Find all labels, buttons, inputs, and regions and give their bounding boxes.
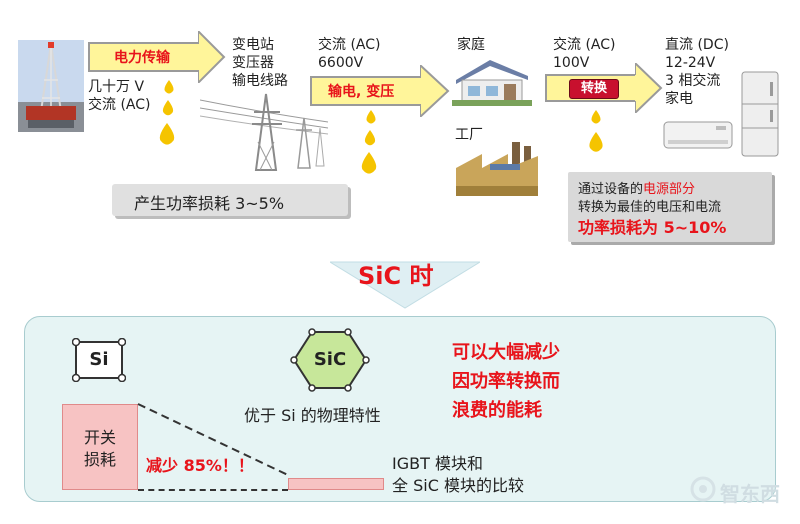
- switch-loss-label-1: 开关: [83, 428, 116, 447]
- ac-100-voltage-label: 100V: [553, 55, 590, 71]
- transmission-tower-image: [199, 82, 330, 172]
- energy-drop-icon: [162, 100, 174, 116]
- sic-caption: 优于 Si 的物理特性: [244, 406, 381, 425]
- power-loss-text: 产生功率损耗 3~5%: [134, 194, 285, 213]
- si-square: Si: [71, 337, 127, 383]
- sic-label: SiC: [313, 349, 347, 370]
- reduction-label: 减少 85%！！: [146, 456, 254, 475]
- convert-badge: 转换: [569, 79, 619, 99]
- energy-drop-icon: [361, 152, 377, 174]
- air-conditioner-image: [662, 118, 734, 156]
- factory-image: [452, 142, 542, 200]
- substation-label: 变电站: [232, 37, 274, 53]
- watermark-logo: 智东西: [690, 470, 794, 510]
- energy-drop-icon: [364, 130, 376, 146]
- power-loss-box: 产生功率损耗 3~5%: [112, 184, 348, 216]
- si-label: Si: [89, 349, 109, 370]
- sic-hexagon: SiC: [290, 328, 370, 392]
- transmit-transform-arrow: 输电, 变压: [310, 65, 450, 117]
- house-image: [452, 54, 532, 106]
- plant-current-label: 交流 (AC): [88, 97, 151, 113]
- reduction-baseline: [138, 489, 288, 491]
- sic-loss-bar: [288, 478, 384, 490]
- transmission-line-label: 输电线路: [232, 73, 288, 89]
- benefit-line-3: 浪费的能耗: [452, 400, 542, 421]
- note-line-2: 转换为最佳的电压和电流: [578, 200, 722, 215]
- factory-label: 工厂: [455, 127, 483, 143]
- dc-current-label: 直流 (DC): [665, 37, 729, 53]
- energy-drop-icon: [589, 132, 603, 152]
- energy-drop-icon: [591, 110, 601, 124]
- switch-loss-bar: [62, 404, 138, 490]
- note-line-1: 通过设备的电源部分: [578, 178, 695, 197]
- arrow-label: 电力传输: [114, 50, 170, 66]
- convert-label: 转换: [580, 81, 607, 96]
- arrow-label: 输电, 变压: [328, 84, 395, 100]
- energy-drop-icon: [159, 123, 175, 145]
- home-label: 家庭: [457, 37, 485, 53]
- ac-100-current-label: 交流 (AC): [553, 37, 616, 53]
- comparison-panel: [24, 316, 776, 502]
- appliance-label: 家电: [665, 91, 693, 107]
- benefit-line-2: 因功率转换而: [452, 371, 560, 392]
- conversion-arrow: 转换: [545, 63, 665, 113]
- ac-6600-voltage-label: 6600V: [318, 55, 364, 71]
- sic-down-arrow: [328, 254, 482, 310]
- switch-loss-label-2: 损耗: [83, 450, 116, 469]
- note-line-1-prefix: 通过设备的: [578, 182, 644, 197]
- energy-drop-icon: [366, 110, 376, 124]
- power-transmission-arrow: 电力传输: [88, 31, 226, 83]
- power-plant-image: [18, 40, 84, 132]
- watermark-icon: [690, 476, 716, 502]
- reduction-dashed-line: [137, 403, 291, 477]
- power-supply-highlight: 电源部分: [643, 182, 696, 197]
- ac-6600-current-label: 交流 (AC): [318, 37, 381, 53]
- device-loss-note: 通过设备的电源部分 转换为最佳的电压和电流 功率损耗为 5~10%: [568, 172, 772, 242]
- igbt-caption-1: IGBT 模块和: [392, 454, 483, 473]
- refrigerator-image: [740, 70, 780, 158]
- device-loss-percent: 功率损耗为 5~10%: [578, 218, 727, 237]
- dc-voltage-label: 12-24V: [665, 55, 716, 71]
- transformer-label: 变压器: [232, 55, 274, 71]
- watermark-text: 智东西: [720, 482, 780, 506]
- sic-heading: SiC 时: [358, 262, 434, 290]
- benefit-line-1: 可以大幅减少: [452, 342, 560, 363]
- plant-voltage-label: 几十万 V: [88, 79, 145, 95]
- igbt-caption-2: 全 SiC 模块的比较: [392, 476, 524, 495]
- energy-drop-icon: [164, 80, 174, 94]
- three-phase-label: 3 相交流: [665, 73, 721, 89]
